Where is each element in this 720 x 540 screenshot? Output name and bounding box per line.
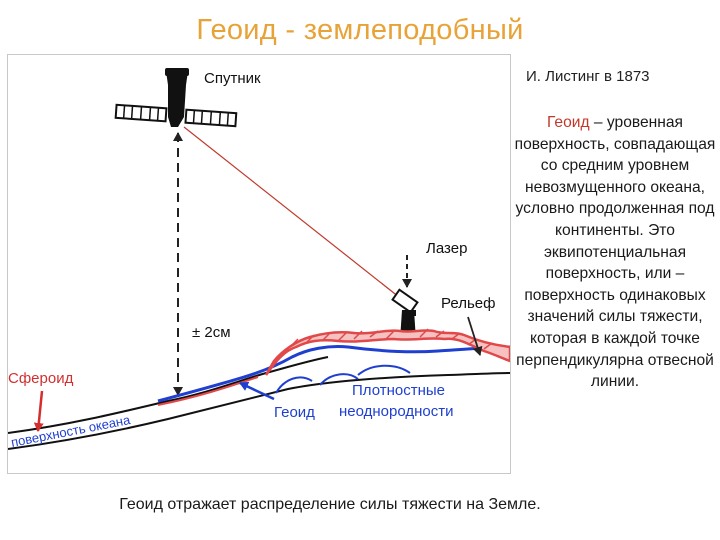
satellite-icon [114, 68, 238, 128]
label-satellite: Спутник [204, 70, 261, 87]
label-density-line1: Плотностные [352, 382, 445, 399]
slide-title: Геоид - землеподобный [196, 14, 524, 46]
diagram-panel: Спутник Лазер Рельеф ± 2см Сфероид Геоид… [7, 54, 512, 474]
footer-text: Геоид отражает распределение силы тяжест… [119, 496, 541, 513]
relief-hatching [289, 328, 493, 350]
spheroid-arrow [33, 390, 44, 432]
definition-term: Геоид [547, 114, 590, 131]
label-laser: Лазер [426, 240, 467, 257]
label-geoid: Геоид [274, 404, 315, 421]
definition-text: – уровенная поверхность, совпадающая со … [514, 114, 716, 391]
geoid-arrow [239, 381, 275, 401]
label-accuracy: ± 2см [192, 324, 231, 341]
attribution-text: И. Листинг в 1873 [526, 68, 650, 85]
ocean-surface-line [7, 356, 329, 434]
label-relief: Рельеф [441, 295, 495, 312]
density-arc [357, 364, 411, 376]
density-arc [319, 373, 359, 386]
geoid-diagram: Спутник Лазер Рельеф ± 2см Сфероид Геоид… [7, 68, 512, 450]
relief-arrow [467, 316, 483, 356]
label-spheroid: Сфероид [8, 370, 74, 387]
laser-beam [183, 126, 405, 302]
label-density-line2: неоднородности [339, 403, 454, 420]
geoid-curve [157, 345, 511, 403]
density-arc [275, 376, 313, 394]
relief-coast-line [157, 376, 259, 406]
geoid-definition: Геоид – уровенная поверхность, совпадающ… [510, 112, 720, 393]
